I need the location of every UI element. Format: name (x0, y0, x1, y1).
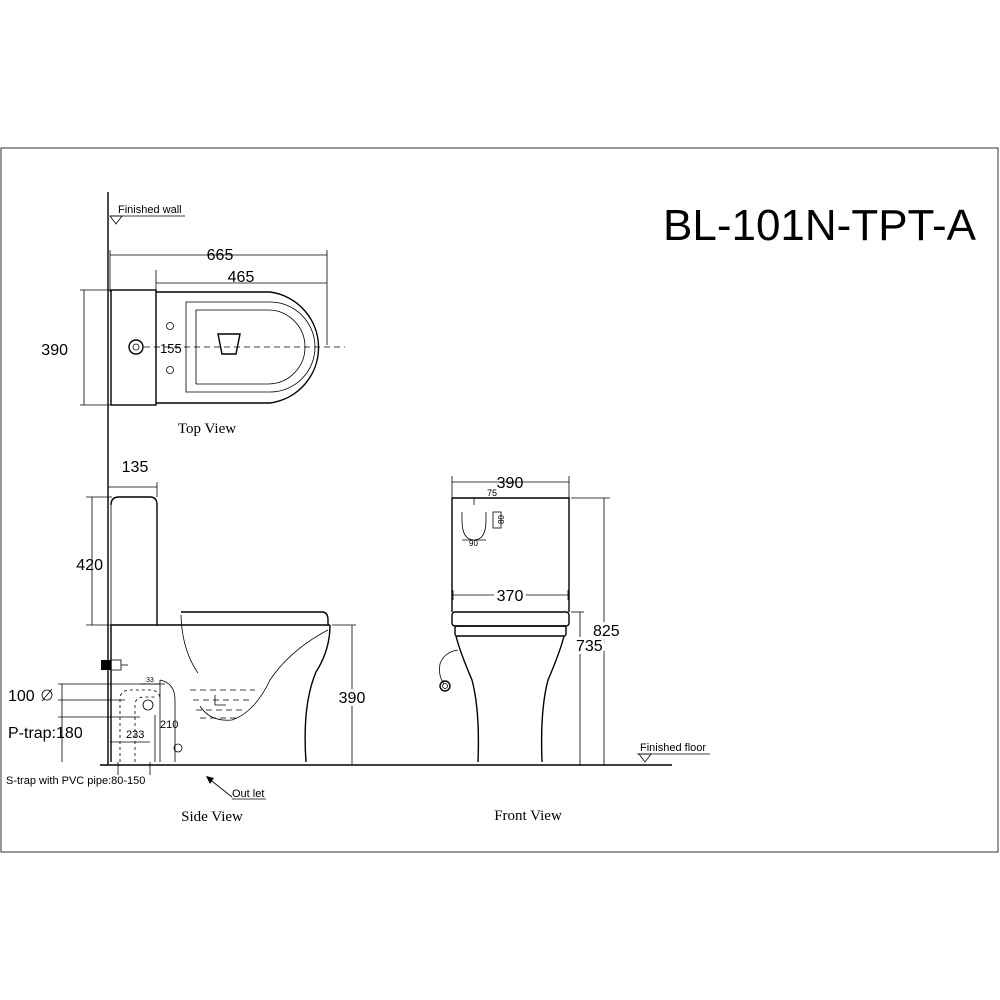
side-bowl-body (110, 624, 331, 763)
finished-floor-label: Finished floor (640, 742, 706, 754)
side-view: 135 420 33 (6, 459, 368, 825)
side-trap (119, 689, 161, 762)
finished-wall-marker (109, 215, 123, 225)
seat-hole-top (166, 322, 174, 330)
dim-155: 155 (160, 341, 182, 356)
front-seat (451, 611, 570, 627)
s-trap-label: S-trap with PVC pipe:80-150 (6, 775, 145, 787)
front-view-label: Front View (494, 808, 562, 824)
dim-370: 370 (497, 588, 524, 605)
front-tank (451, 497, 570, 612)
top-tank (110, 289, 157, 406)
top-bowl-outer (156, 291, 320, 404)
dim-825: 825 (593, 623, 620, 640)
dim-390-side: 390 (339, 690, 366, 707)
dim-665: 665 (207, 247, 234, 264)
seat-hole-bottom (166, 366, 174, 374)
side-bowl-inner (180, 614, 329, 721)
dim-390-top: 390 (41, 342, 68, 359)
dim-465: 465 (228, 269, 255, 286)
top-bowl-innermost (195, 309, 306, 385)
top-bowl-inner (185, 301, 316, 393)
side-seat (181, 611, 329, 625)
dim-100: 100 (8, 688, 35, 705)
side-view-label: Side View (181, 809, 243, 825)
dim-33: 33 (146, 677, 154, 684)
dim-90: 90 (469, 539, 478, 548)
water-valve (101, 660, 111, 670)
top-view-label: Top View (178, 421, 236, 437)
front-notch (461, 512, 487, 541)
supply-valve-icon (439, 680, 451, 692)
finished-wall-label: Finished wall (118, 204, 182, 216)
finished-floor-marker (638, 753, 652, 763)
top-view: 665 465 390 155 Top View (41, 247, 345, 437)
supply-hose (439, 649, 459, 685)
dim-75: 75 (487, 488, 497, 498)
outlet-label: Out let (232, 788, 264, 800)
dim-420: 420 (76, 557, 103, 574)
front-pedestal (455, 635, 565, 763)
diameter-icon (41, 689, 53, 701)
p-trap-label: P-trap:180 (8, 725, 83, 742)
model-title: BL-101N-TPT-A (663, 201, 977, 250)
drain-icon (217, 333, 241, 355)
dim-735: 735 (576, 638, 603, 655)
dim-210: 210 (160, 719, 178, 731)
dim-390-front: 390 (497, 475, 524, 492)
drawing-frame (0, 147, 999, 853)
front-view: 390 75 80 90 370 825 735 Front View (439, 475, 623, 824)
side-tank (110, 496, 158, 625)
dim-135: 135 (122, 459, 149, 476)
dim-233: 233 (126, 729, 144, 741)
dim-80: 80 (497, 515, 506, 524)
flush-button (128, 339, 144, 355)
